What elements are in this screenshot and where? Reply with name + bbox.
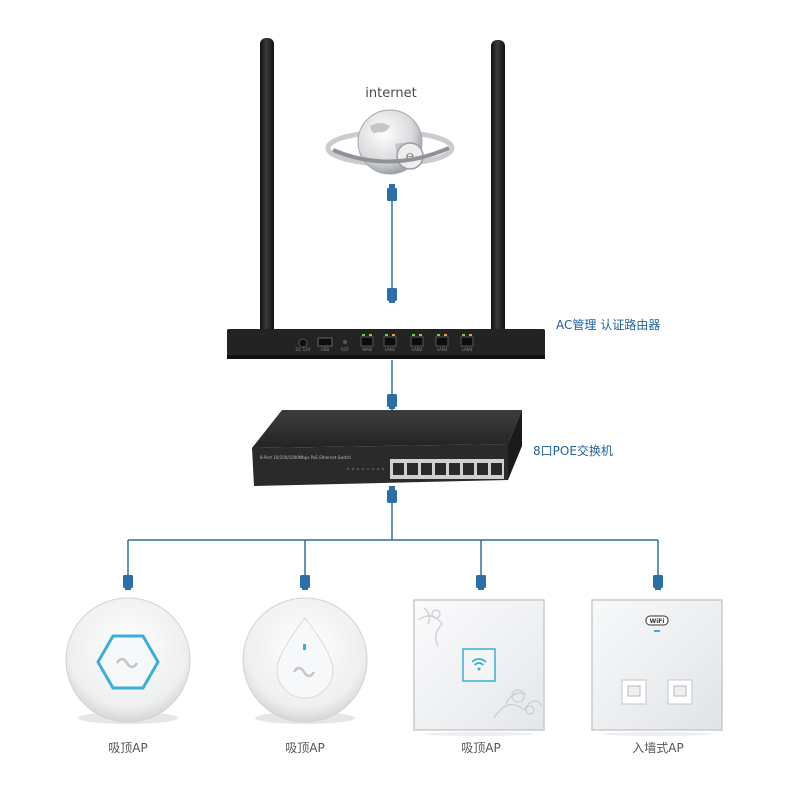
router-led — [412, 334, 415, 336]
wifi-icon — [471, 658, 487, 666]
internet-globe-icon: e — [325, 109, 455, 175]
router-lan-port — [383, 336, 397, 347]
router-port-label: WAN — [362, 347, 371, 352]
rj45-connector-icon — [653, 575, 663, 590]
router-port-labels: DC 12V USB RST WAN LAN1 LAN2 LAN3 LAN4 — [296, 347, 473, 352]
internet-label: internet — [365, 86, 417, 101]
router-port-label: DC 12V — [296, 347, 311, 352]
rj45-connector-icon — [387, 486, 397, 503]
router-lan-port — [360, 336, 374, 347]
rj45-connector-icon — [387, 394, 397, 409]
right-antenna — [491, 40, 505, 356]
ap-label: 吸顶AP — [285, 741, 325, 755]
router-led — [369, 334, 372, 336]
glass-panel-ap — [413, 599, 545, 736]
router-led — [437, 334, 440, 336]
router-port-label: USB — [321, 347, 329, 352]
ceiling-ap-teardrop — [242, 597, 368, 724]
poe-switch-device: 8-Port 10/100/1000Mbps PoE Ethernet Swit… — [252, 410, 522, 486]
ethernet-port-icon — [621, 679, 647, 705]
svg-text:WiFi: WiFi — [650, 618, 665, 625]
router-port-label: LAN1 — [385, 347, 396, 352]
router-led — [444, 334, 447, 336]
ethernet-port-icon — [667, 679, 693, 705]
router-led — [362, 334, 365, 336]
router-led — [462, 334, 465, 336]
router-lan-port — [410, 336, 424, 347]
router-label: AC管理 认证路由器 — [556, 318, 661, 332]
router-led — [469, 334, 472, 336]
router-led — [385, 334, 388, 336]
router-lan-port — [460, 336, 474, 347]
router-led — [419, 334, 422, 336]
in-wall-ap: WiFi — [591, 599, 723, 736]
ceiling-ap-hexagon — [65, 597, 191, 724]
rj45-connector-icon — [123, 575, 133, 590]
left-antenna — [260, 38, 274, 356]
rj45-connector-icon — [387, 288, 397, 303]
rj45-connector-icon — [300, 575, 310, 590]
router-port-label: LAN3 — [437, 347, 448, 352]
router-lan-port — [435, 336, 449, 347]
rj45-connector-icon — [387, 184, 397, 201]
ap-label: 吸顶AP — [108, 741, 148, 755]
router-led — [392, 334, 395, 336]
router-device — [227, 329, 545, 359]
router-port-label: LAN4 — [462, 347, 473, 352]
rj45-connector-icon — [476, 575, 486, 590]
switch-front-text: 8-Port 10/100/1000Mbps PoE Ethernet Swit… — [260, 455, 351, 460]
router-port-label: LAN2 — [412, 347, 423, 352]
ap-label: 吸顶AP — [461, 741, 501, 755]
wifi-logo-icon: WiFi — [645, 615, 669, 626]
ap-label: 入墙式AP — [632, 741, 684, 755]
svg-text:e: e — [406, 147, 415, 165]
switch-label: 8口POE交换机 — [533, 444, 613, 458]
router-port-label: RST — [341, 347, 349, 352]
